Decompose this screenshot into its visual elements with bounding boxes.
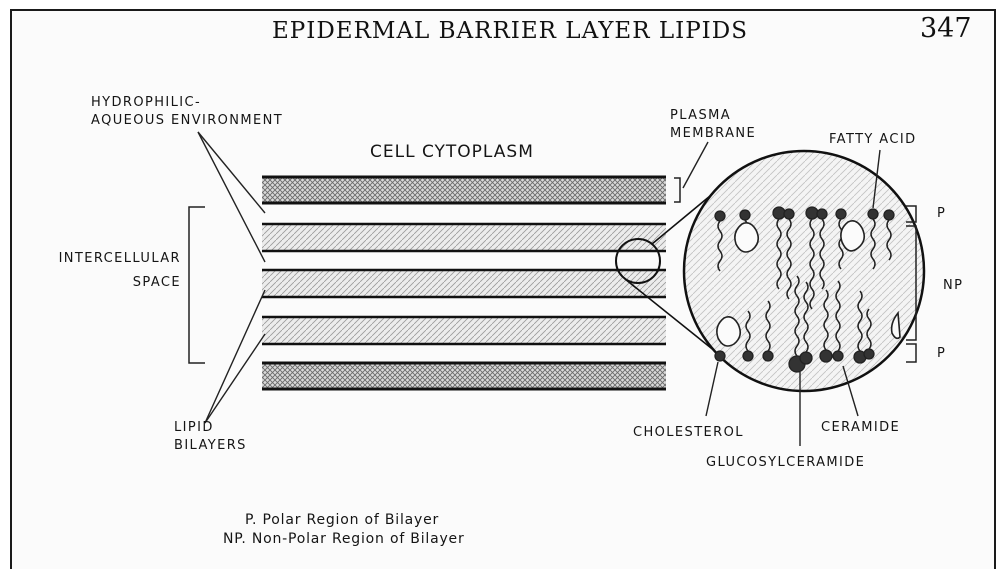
plasma-membrane-label-line2: MEMBRANE xyxy=(670,124,756,143)
intercellular-label-line2: SPACE xyxy=(34,273,181,292)
hydrophilic-label-line1: HYDROPHILIC- xyxy=(91,93,201,112)
plasma-membrane-top xyxy=(262,177,666,203)
lipid-bilayer-2 xyxy=(262,270,666,297)
ceramide-label: CERAMIDE xyxy=(821,418,900,437)
fatty-acid-label: FATTY ACID xyxy=(829,130,916,149)
plasma-membrane-label-line1: PLASMA xyxy=(670,106,731,125)
region-p-bottom-label: P xyxy=(937,344,946,363)
cholesterol-label: CHOLESTEROL xyxy=(633,423,744,442)
intercellular-bracket xyxy=(189,207,205,363)
polar-bracket-bottom xyxy=(906,344,916,362)
intercellular-label-line1: INTERCELLULAR xyxy=(34,249,181,268)
glucosylceramide-label: GLUCOSYLCERAMIDE xyxy=(706,453,865,472)
plasma-membrane-bottom xyxy=(262,363,666,389)
cell-cytoplasm-label: CELL CYTOPLASM xyxy=(370,143,534,162)
legend-line1: P. Polar Region of Bilayer xyxy=(245,512,439,528)
hydrophilic-label-line2: AQUEOUS ENVIRONMENT xyxy=(91,111,283,130)
lipid-bilayers-label-line1: LIPID xyxy=(174,418,214,437)
region-p-top-label: P xyxy=(937,204,946,223)
lipid-bilayer-1 xyxy=(262,224,666,251)
plasma-membrane-bracket xyxy=(674,178,680,202)
lipid-bilayers-label-line2: BILAYERS xyxy=(174,436,247,455)
region-np-label: NP xyxy=(943,276,963,295)
lipid-bilayer-3 xyxy=(262,317,666,344)
legend-line2: NP. Non-Polar Region of Bilayer xyxy=(223,531,465,547)
